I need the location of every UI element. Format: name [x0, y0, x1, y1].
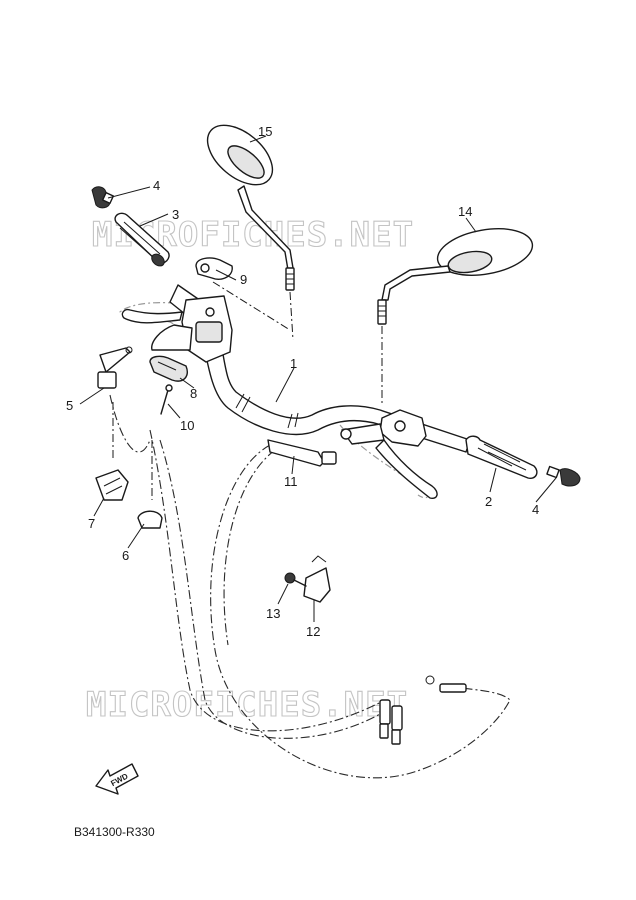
- callout-13: 13: [266, 606, 280, 621]
- part-handlebar: [169, 284, 471, 453]
- part-switch-housing-left: [151, 295, 233, 363]
- part-clip-6: [137, 510, 163, 529]
- part-clamp-9: [195, 257, 233, 280]
- callout-3: 3: [172, 207, 179, 222]
- part-throttle-housing: [340, 409, 427, 447]
- part-brake-lever: [375, 439, 438, 500]
- callout-15: 15: [258, 124, 272, 139]
- callout-5: 5: [66, 398, 73, 413]
- part-cable-guide-7: [95, 469, 129, 501]
- cables: [109, 394, 511, 779]
- cable-end-fittings: [379, 675, 467, 745]
- part-bolt-13: [284, 572, 307, 587]
- part-cable-adjuster-5: [97, 346, 133, 389]
- part-switch-clamp-8: [149, 355, 188, 382]
- part-screw-10: [160, 384, 173, 415]
- callout-11: 11: [284, 474, 298, 489]
- diagram-code: B341300-R330: [74, 825, 155, 839]
- part-bar-end-right: [546, 465, 581, 487]
- part-grip-right: [465, 435, 538, 480]
- callout-4-left: 4: [153, 178, 160, 193]
- callout-numbers: 1 2 3 4 4 5 6 7 8 9 10 11 12 13 14 15: [66, 124, 539, 639]
- callout-6: 6: [122, 548, 129, 563]
- leader-lines: [79, 135, 557, 622]
- part-bracket-12: [303, 555, 331, 603]
- callout-7: 7: [88, 516, 95, 531]
- callout-9: 9: [240, 272, 247, 287]
- callout-8: 8: [190, 386, 197, 401]
- callout-14: 14: [458, 204, 472, 219]
- callout-4-right: 4: [532, 502, 539, 517]
- part-mirror-right: [377, 228, 534, 325]
- fwd-arrow-icon: FWD: [95, 763, 139, 795]
- part-grip-left: [114, 212, 170, 267]
- callout-12: 12: [306, 624, 320, 639]
- part-throttle-cable-11: [267, 439, 337, 467]
- callout-2: 2: [485, 494, 492, 509]
- callout-1: 1: [290, 356, 297, 371]
- callout-10: 10: [180, 418, 194, 433]
- watermark-bottom: MICROFICHES.NET: [86, 685, 408, 725]
- part-clutch-lever: [121, 308, 183, 324]
